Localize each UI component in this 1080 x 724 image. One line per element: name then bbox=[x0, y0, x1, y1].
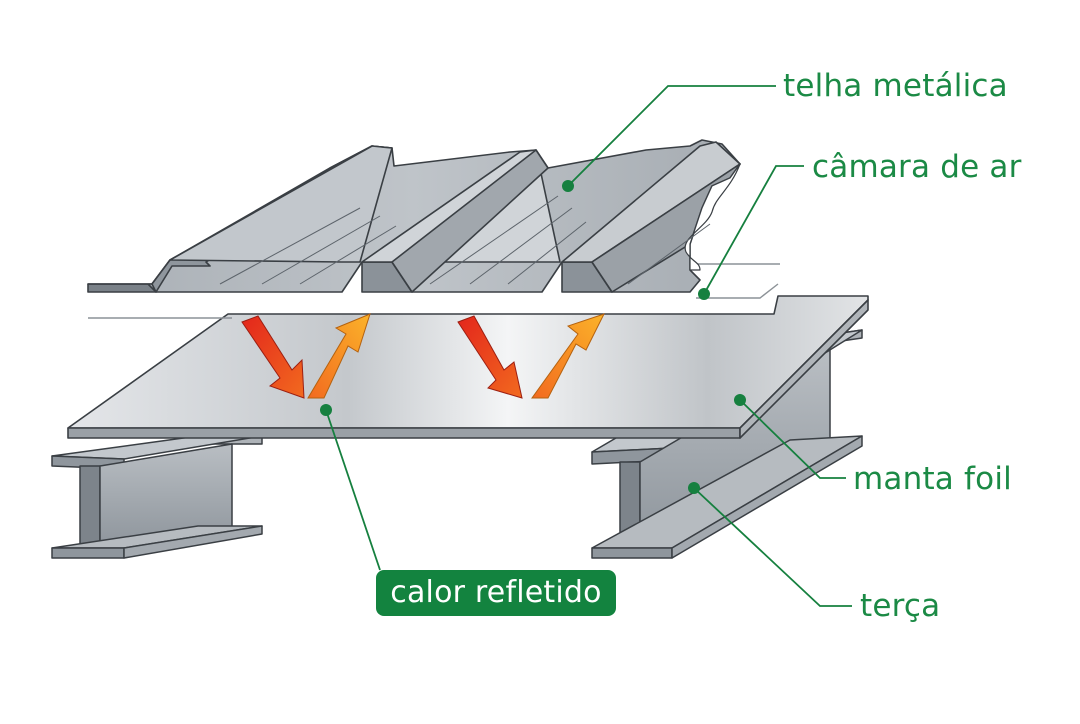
reflected-heat-arrows bbox=[241, 313, 605, 399]
heat-arrow-reflected-right bbox=[531, 313, 605, 399]
leader-reflected-heat bbox=[325, 409, 381, 571]
dot-purlin bbox=[688, 482, 700, 494]
dot-reflected-heat bbox=[320, 404, 332, 416]
foil-blanket bbox=[67, 295, 869, 439]
leader-dots bbox=[320, 180, 746, 494]
dot-foil-blanket bbox=[734, 394, 746, 406]
label-purlin: terça bbox=[860, 588, 941, 624]
dot-roof-tile bbox=[562, 180, 574, 192]
heat-arrow-incoming-left bbox=[241, 315, 305, 399]
label-roof-tile: telha metálica bbox=[783, 68, 1008, 104]
heat-arrow-reflected-left bbox=[307, 313, 371, 399]
purlin-left bbox=[51, 435, 263, 559]
air-chamber bbox=[88, 263, 780, 319]
heat-arrow-incoming-right bbox=[457, 315, 523, 399]
leader-roof-tile bbox=[567, 85, 776, 187]
label-reflected-heat-badge: calor refletido bbox=[376, 570, 616, 616]
dot-air-chamber bbox=[698, 288, 710, 300]
leader-lines bbox=[325, 85, 852, 607]
metal-roof-tile bbox=[87, 139, 741, 293]
label-foil-blanket: manta foil bbox=[853, 461, 1012, 497]
leader-purlin bbox=[693, 487, 852, 607]
label-air-chamber: câmara de ar bbox=[812, 149, 1022, 185]
leader-air-chamber bbox=[703, 165, 804, 295]
leader-foil-blanket bbox=[739, 399, 846, 479]
